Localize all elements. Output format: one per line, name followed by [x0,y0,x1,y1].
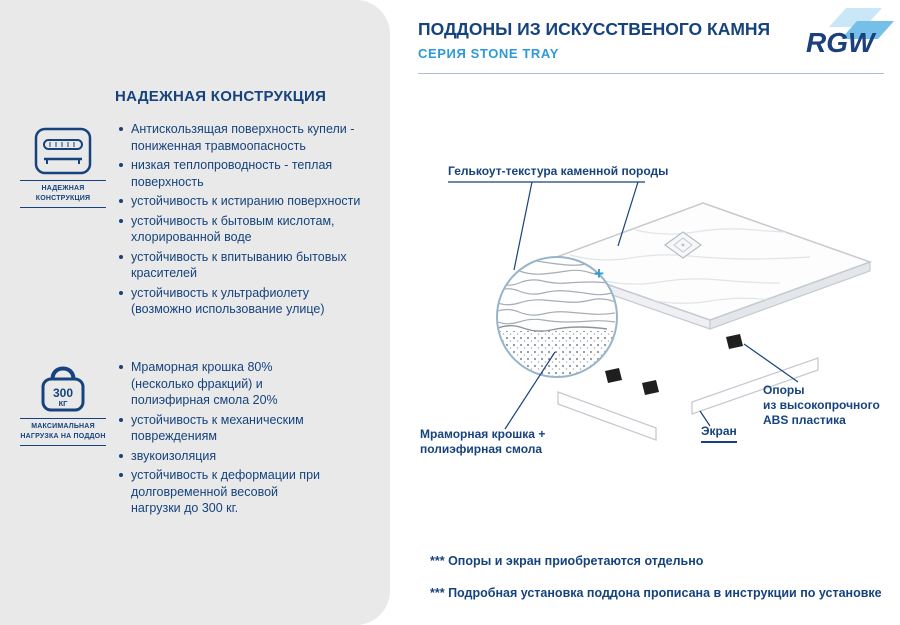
screen-panel-right [691,357,819,415]
weight-unit: КГ [59,399,69,408]
texture-divider [498,325,608,332]
supports-label: Опоры из высокопрочного ABS пластика [763,383,880,427]
gelcoat-label: Гелькоут-текстура каменной породы [448,164,669,178]
plus-icon: + [594,264,604,283]
list-item: Мраморная крошка 80% (несколько фракций)… [118,359,330,409]
list-item: низкая теплопроводность - теплая поверхн… [118,157,362,190]
rgw-logo: RGW [806,8,894,61]
construction-feature-list: Антискользящая поверхность купели - пони… [118,121,362,321]
construction-icon [34,127,92,175]
screen-panel-left [557,391,657,441]
header-divider [418,73,884,74]
badge-caption-line: НАДЕЖНАЯ [41,185,85,192]
callout-supports [743,343,799,383]
sidebar-title: НАДЕЖНАЯ КОНСТРУКЦИЯ [115,88,327,105]
material-feature-list: Мраморная крошка 80% (несколько фракций)… [118,359,330,520]
list-item: Антискользящая поверхность купели - пони… [118,121,362,154]
badge-caption-line: КОНСТРУКЦИЯ [35,194,91,202]
callout-screen [699,410,711,427]
tray-illustration: + [448,181,873,441]
support-feet [605,334,743,395]
max-load-badge: 300 КГ МАКСИМАЛЬНАЯ НАГРУЗКА НА ПОДДОН [20,358,106,446]
list-item: устойчивость к бытовым кислотам, хлориро… [118,213,362,246]
list-item: устойчивость к механическим повреждениям [118,412,330,445]
callout-lines [448,181,799,430]
construction-badge-caption: НАДЕЖНАЯ КОНСТРУКЦИЯ [20,180,106,208]
weight-icon: 300 КГ [41,366,85,412]
footnote-accessories: *** Опоры и экран приобретаются отдельно [430,554,704,568]
screen-label: Экран [701,424,737,443]
support-foot [726,334,743,349]
callout-gelcoat-to-magnifier [513,181,533,271]
callout-gelcoat-to-tray [617,181,639,247]
series-subtitle: СЕРИЯ STONE TRAY [418,46,559,61]
support-foot [605,368,622,383]
list-item: устойчивость к истиранию поверхности [118,193,362,210]
drain [663,231,703,259]
footnote-installation: *** Подробная установка поддона прописан… [430,586,882,600]
page-title: ПОДДОНЫ ИЗ ИСКУССТВЕНОГО КАМНЯ [418,19,771,39]
badge-caption-line: НАГРУЗКА НА ПОДДОН [20,432,106,440]
construction-badge: НАДЕЖНАЯ КОНСТРУКЦИЯ [20,126,106,208]
callout-marble [504,351,556,430]
list-item: устойчивость к ультрафиолету (возможно и… [118,285,362,318]
badge-caption-line: МАКСИМАЛЬНАЯ [31,423,95,430]
rgw-logo-icon: RGW [806,8,894,58]
list-item: устойчивость к впитыванию бытовых красит… [118,249,362,282]
list-item: звукоизоляция [118,448,330,465]
list-item: устойчивость к деформации при долговреме… [118,467,330,517]
tray-surface-texture [569,228,816,304]
left-panel: НАДЕЖНАЯ КОНСТРУКЦИЯ НАДЕЖНАЯ КОНСТРУКЦИ… [0,0,390,625]
tray-body [540,202,873,330]
marble-label: Мраморная крошка + полиэфирная смола [420,427,546,456]
support-foot [642,380,659,395]
logo-text: RGW [806,27,877,56]
max-load-badge-caption: МАКСИМАЛЬНАЯ НАГРУЗКА НА ПОДДОН [20,418,106,446]
tray-top-surface [540,202,873,321]
weight-value: 300 [53,386,73,400]
